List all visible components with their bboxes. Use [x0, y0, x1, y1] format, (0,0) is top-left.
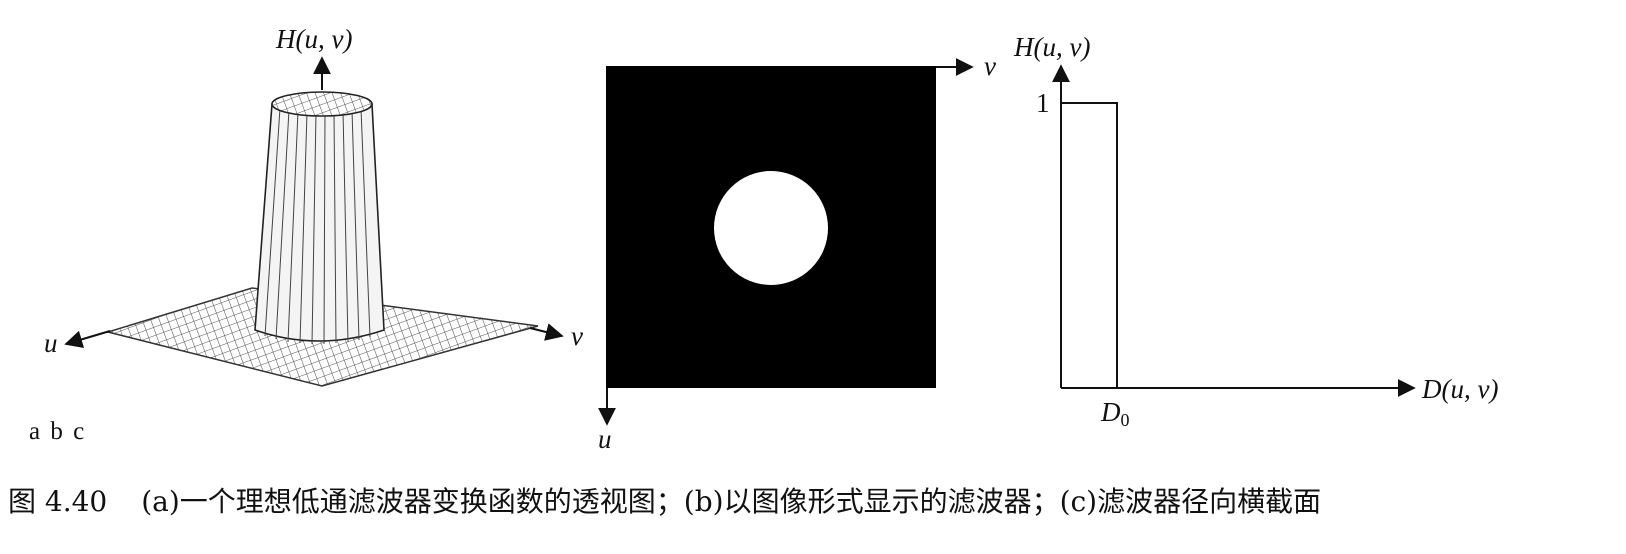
- panel-b-filter-image: v u: [598, 51, 996, 454]
- panel-a-u-label: u: [44, 328, 58, 358]
- panel-b-u-label: u: [598, 424, 612, 454]
- panel-c-radial-cross-section: H(u, v) D(u, v) 1 D0: [1013, 32, 1498, 430]
- u-axis-arrow: [64, 330, 111, 349]
- panel-letters: a b c: [29, 418, 87, 445]
- figure-caption: 图 4.40 (a)一个理想低通滤波器变换函数的透视图；(b)以图像形式显示的滤波…: [8, 480, 1618, 520]
- x-tick-subscript: 0: [1121, 410, 1130, 430]
- panel-c-y-tick-1: 1: [1036, 88, 1050, 118]
- filter-cylinder: [254, 91, 385, 345]
- x-tick-d: D: [1100, 397, 1121, 427]
- panel-c-x-tick-d0: D0: [1100, 397, 1130, 430]
- panel-b-v-label: v: [984, 51, 996, 81]
- caption-text: (a)一个理想低通滤波器变换函数的透视图；(b)以图像形式显示的滤波器；(c)滤…: [141, 485, 1322, 518]
- cylinder-top: [271, 91, 373, 117]
- figure-number: 图 4.40: [8, 485, 108, 518]
- filter-profile-line: [1061, 102, 1118, 388]
- panel-c-y-label: H(u, v): [1013, 32, 1090, 62]
- panel-a-perspective-plot: H(u, v) u v: [44, 24, 583, 387]
- v-axis-arrow: [529, 323, 564, 341]
- panel-c-x-label: D(u, v): [1421, 374, 1498, 404]
- panel-a-v-label: v: [571, 321, 583, 351]
- panel-a-h-label: H(u, v): [275, 24, 352, 54]
- passband-disk: [714, 171, 828, 285]
